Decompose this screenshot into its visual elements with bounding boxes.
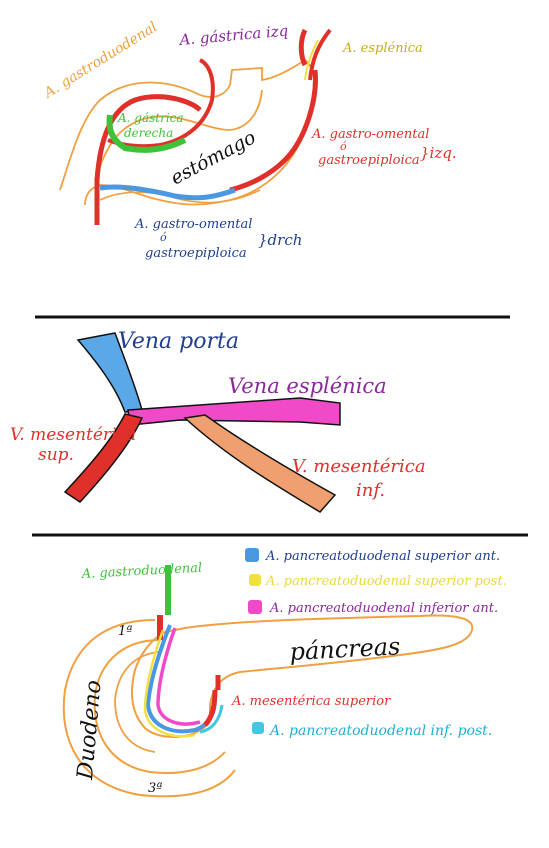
label-drch-brace: }drch bbox=[258, 231, 302, 249]
label-go-izq-2: ó bbox=[340, 140, 347, 153]
duodenum-outer bbox=[62, 619, 236, 798]
label-go-izq-3: gastroepiploica bbox=[318, 153, 420, 168]
yellow-esplenica bbox=[304, 39, 319, 81]
legend-inf-ant: A. pancreatoduodenal inferior ant. bbox=[269, 601, 498, 616]
label-vm-inf-1: V. mesentérica bbox=[292, 456, 426, 477]
legend-sup-post: A. pancreatoduodenal superior post. bbox=[265, 574, 507, 589]
portal-section: Vena porta Vena esplénica V. mesentérica… bbox=[10, 329, 426, 513]
arcade-pink bbox=[156, 627, 201, 726]
label-go-der-3: gastroepiploica bbox=[145, 246, 247, 261]
label-esplenica-1: A. esplénica bbox=[342, 41, 423, 56]
esplenica-artery-2 bbox=[308, 28, 332, 81]
label-vm-inf-2: inf. bbox=[356, 480, 385, 501]
legend-sup-ant: A. pancreatoduodenal superior ant. bbox=[265, 549, 500, 564]
label-go-izq-1: A. gastro-omental bbox=[311, 127, 429, 142]
gastro-omental-der-blue bbox=[99, 184, 236, 201]
label-vm-sup-2: sup. bbox=[38, 445, 74, 465]
label-vm-sup-1: V. mesentérica bbox=[10, 425, 136, 445]
label-go-der-1: A. gastro-omental bbox=[134, 217, 252, 232]
gastroduodenal-artery bbox=[94, 94, 202, 225]
gastrica-izq-artery bbox=[107, 58, 215, 149]
label-gastrica-der-2: derecha bbox=[124, 126, 173, 140]
label-mesenterica-sup: A. mesentérica superior bbox=[231, 694, 391, 709]
duodenum-inner-2 bbox=[114, 651, 159, 753]
gastrica-der-green bbox=[106, 114, 187, 153]
label-vena-esplenica: Vena esplénica bbox=[228, 374, 387, 398]
label-1a: 1ª bbox=[118, 624, 132, 639]
label-go-der-2: ó bbox=[160, 231, 167, 244]
stomach-section: A. gastroduodenal A. gástrica izq A. esp… bbox=[40, 19, 457, 261]
esplenica-artery bbox=[298, 28, 308, 67]
label-gastrica-izq: A. gástrica izq bbox=[177, 22, 289, 50]
label-duodeno: Duodeno bbox=[73, 679, 107, 781]
legend-swatch-cyan bbox=[252, 722, 264, 734]
vena-mesenterica-sup bbox=[63, 413, 144, 503]
vena-mesenterica-inf bbox=[183, 414, 337, 513]
vena-esplenica bbox=[127, 397, 341, 426]
arcade-cyan bbox=[199, 704, 224, 734]
label-gastroduodenal-2: A. gastroduodenal bbox=[80, 561, 202, 582]
mesenterica-superior-artery bbox=[203, 689, 218, 727]
legend-swatch-blue bbox=[245, 548, 259, 562]
arcade-yellow bbox=[143, 629, 196, 738]
duodenum-inner bbox=[93, 639, 226, 774]
legend-inf-post: A. pancreatoduodenal inf. post. bbox=[268, 723, 492, 739]
gastro-omental-izq-artery bbox=[229, 69, 318, 193]
label-gastrica-der-1: A. gástrica bbox=[117, 111, 184, 125]
label-3a: 3ª bbox=[148, 781, 162, 796]
pancreas-outline bbox=[131, 614, 474, 738]
legend-swatch-yellow bbox=[249, 574, 261, 586]
pancreas-section: A. gastroduodenal A. pancreatoduodenal s… bbox=[62, 548, 507, 798]
label-vena-porta: Vena porta bbox=[118, 329, 239, 354]
label-pancreas: páncreas bbox=[289, 632, 401, 666]
label-izq-brace: }izq. bbox=[420, 144, 457, 162]
label-gastroduodenal-1: A. gastroduodenal bbox=[40, 19, 160, 102]
legend-swatch-pink bbox=[248, 600, 262, 614]
